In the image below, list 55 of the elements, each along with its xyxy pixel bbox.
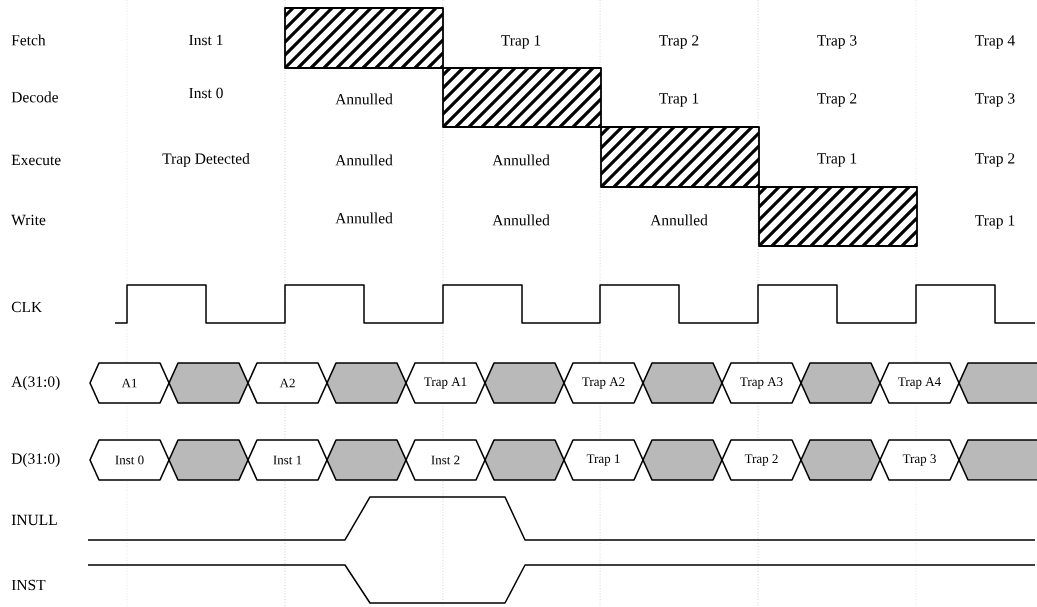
bus-value-hexagon: A2 [247,362,328,404]
pipeline-stage-text: Annulled [335,154,393,166]
row-label: Write [11,214,46,226]
invalid-data-hexagon [958,362,1037,404]
pipeline-stage-text: Annulled [335,212,393,224]
row-label: Decode [11,91,58,103]
pipeline-stage-text: Trap 4 [975,35,1015,49]
bus-value-hexagon: Trap A1 [405,362,486,404]
invalid-data-hexagon [800,439,881,481]
row-label: Execute [11,154,61,166]
bus-value-hexagon: Inst 0 [89,439,170,481]
invalid-data-hexagon [168,362,249,404]
pipeline-stage-text: Trap 1 [817,153,857,167]
row-label: Fetch [11,34,46,46]
row-label: A(31:0) [11,375,60,390]
hatched-box [442,67,602,128]
pipeline-stage-text: Trap 2 [817,93,857,107]
pipeline-stage-text: Trap 1 [501,35,541,49]
pipeline-stage-text: Annulled [335,93,393,105]
row-label: INULL [11,514,57,526]
pipeline-stage-text: Annulled [492,154,550,166]
bus-value-hexagon: Trap A4 [879,362,960,404]
invalid-data-hexagon [326,362,407,404]
pipeline-stage-text: Annulled [650,214,708,226]
pipeline-stage-text: Trap 2 [975,153,1015,167]
invalid-data-hexagon [484,362,565,404]
bus-value-hexagon: Trap A2 [563,362,644,404]
pipeline-stage-text: Annulled [492,214,550,226]
bus-value-hexagon: Inst 1 [247,439,328,481]
invalid-data-hexagon [800,362,881,404]
invalid-data-hexagon [326,439,407,481]
invalid-data-hexagon [642,362,723,404]
hatched-box [284,7,444,69]
invalid-data-hexagon [642,439,723,481]
pipeline-stage-text: Trap Detected [162,152,250,167]
bus-value-hexagon: Trap 3 [879,439,960,481]
invalid-data-hexagon [484,439,565,481]
bus-value-hexagon: Trap 2 [721,439,802,481]
row-label: INST [11,579,46,591]
pipeline-stage-text: Trap 1 [659,93,699,107]
pipeline-stage-text: Trap 2 [659,35,699,49]
pipeline-stage-text: Trap 3 [817,35,857,49]
pipeline-stage-text: Trap 3 [975,93,1015,107]
bus-value-hexagon: Trap A3 [721,362,802,404]
hatched-box [600,126,760,188]
bus-value-hexagon: Inst 2 [405,439,486,481]
row-label: CLK [11,301,43,313]
bus-value-hexagon: Trap 1 [563,439,644,481]
hatched-box [758,186,918,247]
invalid-data-hexagon [958,439,1037,481]
invalid-data-hexagon [168,439,249,481]
row-label: D(31:0) [11,452,60,467]
bus-value-hexagon: A1 [89,362,170,404]
pipeline-stage-text: Inst 0 [189,87,223,99]
pipeline-stage-text: Trap 1 [975,215,1015,229]
